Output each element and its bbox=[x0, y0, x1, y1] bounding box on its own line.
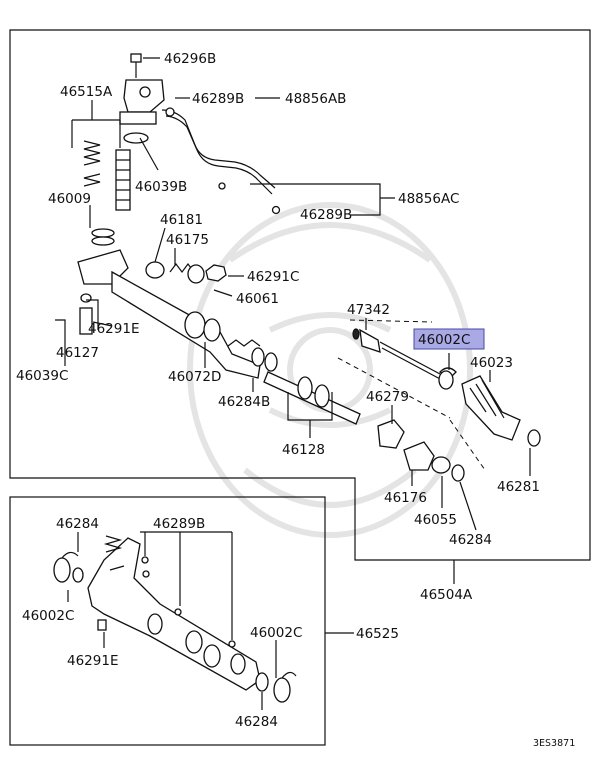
upper-drawings bbox=[77, 53, 541, 482]
label-46072D: 46072D bbox=[168, 369, 221, 385]
watermark-emblem bbox=[187, 202, 473, 538]
label-46061: 46061 bbox=[236, 291, 279, 307]
label-lower-46284-top: 46284 bbox=[56, 516, 99, 532]
lower-leaders bbox=[67, 531, 354, 710]
label-lower-46002C-right: 46002C bbox=[250, 625, 302, 641]
label-46279: 46279 bbox=[366, 389, 409, 405]
label-46176: 46176 bbox=[384, 490, 427, 506]
label-46281: 46281 bbox=[497, 479, 540, 495]
upper-frame bbox=[9, 29, 591, 561]
label-46289B-top: 46289B bbox=[192, 91, 244, 107]
label-lower-46284-bottom: 46284 bbox=[235, 714, 278, 730]
label-lower-46291E: 46291E bbox=[67, 653, 118, 669]
label-46039C: 46039C bbox=[16, 368, 68, 384]
label-46175: 46175 bbox=[166, 232, 209, 248]
label-46296B: 46296B bbox=[164, 51, 216, 67]
label-lower-46289B: 46289B bbox=[153, 516, 205, 532]
label-assembly-46504A: 46504A bbox=[420, 587, 473, 603]
label-48856AB: 48856AB bbox=[285, 91, 346, 107]
label-46055: 46055 bbox=[414, 512, 457, 528]
upper-labels: 46296B 46515A 46289B 48856AB 46039B 4885… bbox=[16, 51, 540, 603]
label-assembly-46525: 46525 bbox=[356, 626, 399, 642]
label-46515A: 46515A bbox=[60, 84, 113, 100]
label-46289B-mid: 46289B bbox=[300, 207, 352, 223]
lower-frame bbox=[9, 496, 326, 746]
highlight-box-46002C bbox=[413, 328, 485, 350]
label-46128: 46128 bbox=[282, 442, 325, 458]
label-46181: 46181 bbox=[160, 212, 203, 228]
diagram-code: 3ES3871 bbox=[533, 738, 575, 749]
label-46291E: 46291E bbox=[88, 321, 139, 337]
label-46002C-highlight: 46002C bbox=[418, 332, 470, 348]
label-46039B: 46039B bbox=[135, 179, 187, 195]
label-47342: 47342 bbox=[347, 302, 390, 318]
label-46284B: 46284B bbox=[218, 394, 270, 410]
label-46127: 46127 bbox=[56, 345, 99, 361]
label-lower-46002C-left: 46002C bbox=[22, 608, 74, 624]
lower-labels: 46284 46289B 46002C 46002C 46525 46291E … bbox=[22, 516, 399, 730]
label-48856AC: 48856AC bbox=[398, 191, 459, 207]
label-46009: 46009 bbox=[48, 191, 91, 207]
label-46023: 46023 bbox=[470, 355, 513, 371]
upper-leaders bbox=[55, 57, 531, 584]
label-46284: 46284 bbox=[449, 532, 492, 548]
lower-drawings bbox=[53, 535, 297, 703]
label-46291C: 46291C bbox=[247, 269, 299, 285]
